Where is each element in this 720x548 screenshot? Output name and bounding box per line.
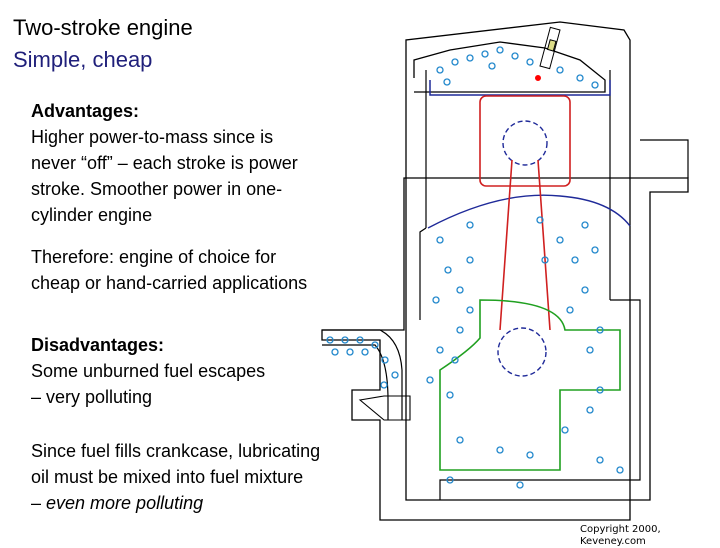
crankshaft bbox=[439, 299, 621, 471]
copyright-notice: Copyright 2000, Keveney.com bbox=[580, 524, 661, 547]
advantages-line: stroke. Smoother power in one- bbox=[31, 179, 283, 199]
lubrication-line-last: – even more polluting bbox=[31, 490, 371, 516]
lubrication-emphasis: even more polluting bbox=[46, 493, 204, 513]
disadvantages-section: Disadvantages: Some unburned fuel escape… bbox=[31, 332, 331, 410]
connecting-rod bbox=[499, 159, 551, 331]
therefore-line: Therefore: engine of choice for bbox=[31, 247, 277, 267]
disadvantages-heading: Disadvantages: bbox=[31, 335, 165, 355]
fuel-bubbles bbox=[326, 46, 624, 489]
lubrication-line: Since fuel fills crankcase, lubricating bbox=[31, 441, 321, 461]
exhaust-port bbox=[640, 139, 689, 178]
advantages-line: cylinder engine bbox=[31, 205, 153, 225]
lubrication-prefix: – bbox=[31, 493, 47, 513]
disadvantages-line: – very polluting bbox=[31, 387, 153, 407]
lubrication-section: Since fuel fills crankcase, lubricating … bbox=[31, 438, 371, 516]
spark-plug bbox=[535, 26, 561, 81]
transfer-port bbox=[427, 194, 631, 229]
reed-valve bbox=[358, 395, 411, 421]
therefore-section: Therefore: engine of choice for cheap or… bbox=[31, 244, 361, 296]
wrist-pin bbox=[502, 120, 548, 166]
cylinder-head bbox=[413, 41, 606, 93]
advantages-heading: Advantages: bbox=[31, 101, 140, 121]
disadvantages-line: Some unburned fuel escapes bbox=[31, 361, 266, 381]
engine-block-outline bbox=[321, 21, 689, 521]
therefore-line: cheap or hand-carried applications bbox=[31, 273, 308, 293]
page-title: Two-stroke engine bbox=[13, 15, 193, 40]
piston bbox=[479, 95, 571, 187]
advantages-section: Advantages: Higher power-to-mass since i… bbox=[31, 98, 361, 228]
cylinder-wall bbox=[419, 70, 641, 500]
combustion-chamber bbox=[429, 80, 611, 96]
lubrication-line: oil must be mixed into fuel mixture bbox=[31, 467, 304, 487]
page-subtitle: Simple, cheap bbox=[13, 47, 153, 72]
intake-pipe bbox=[322, 329, 403, 420]
advantages-line: Higher power-to-mass since is bbox=[31, 127, 274, 147]
crank-pin bbox=[497, 327, 547, 377]
advantages-line: never “off” – each stroke is power bbox=[31, 153, 298, 173]
title-block: Two-stroke engine Simple, cheap bbox=[13, 12, 193, 76]
